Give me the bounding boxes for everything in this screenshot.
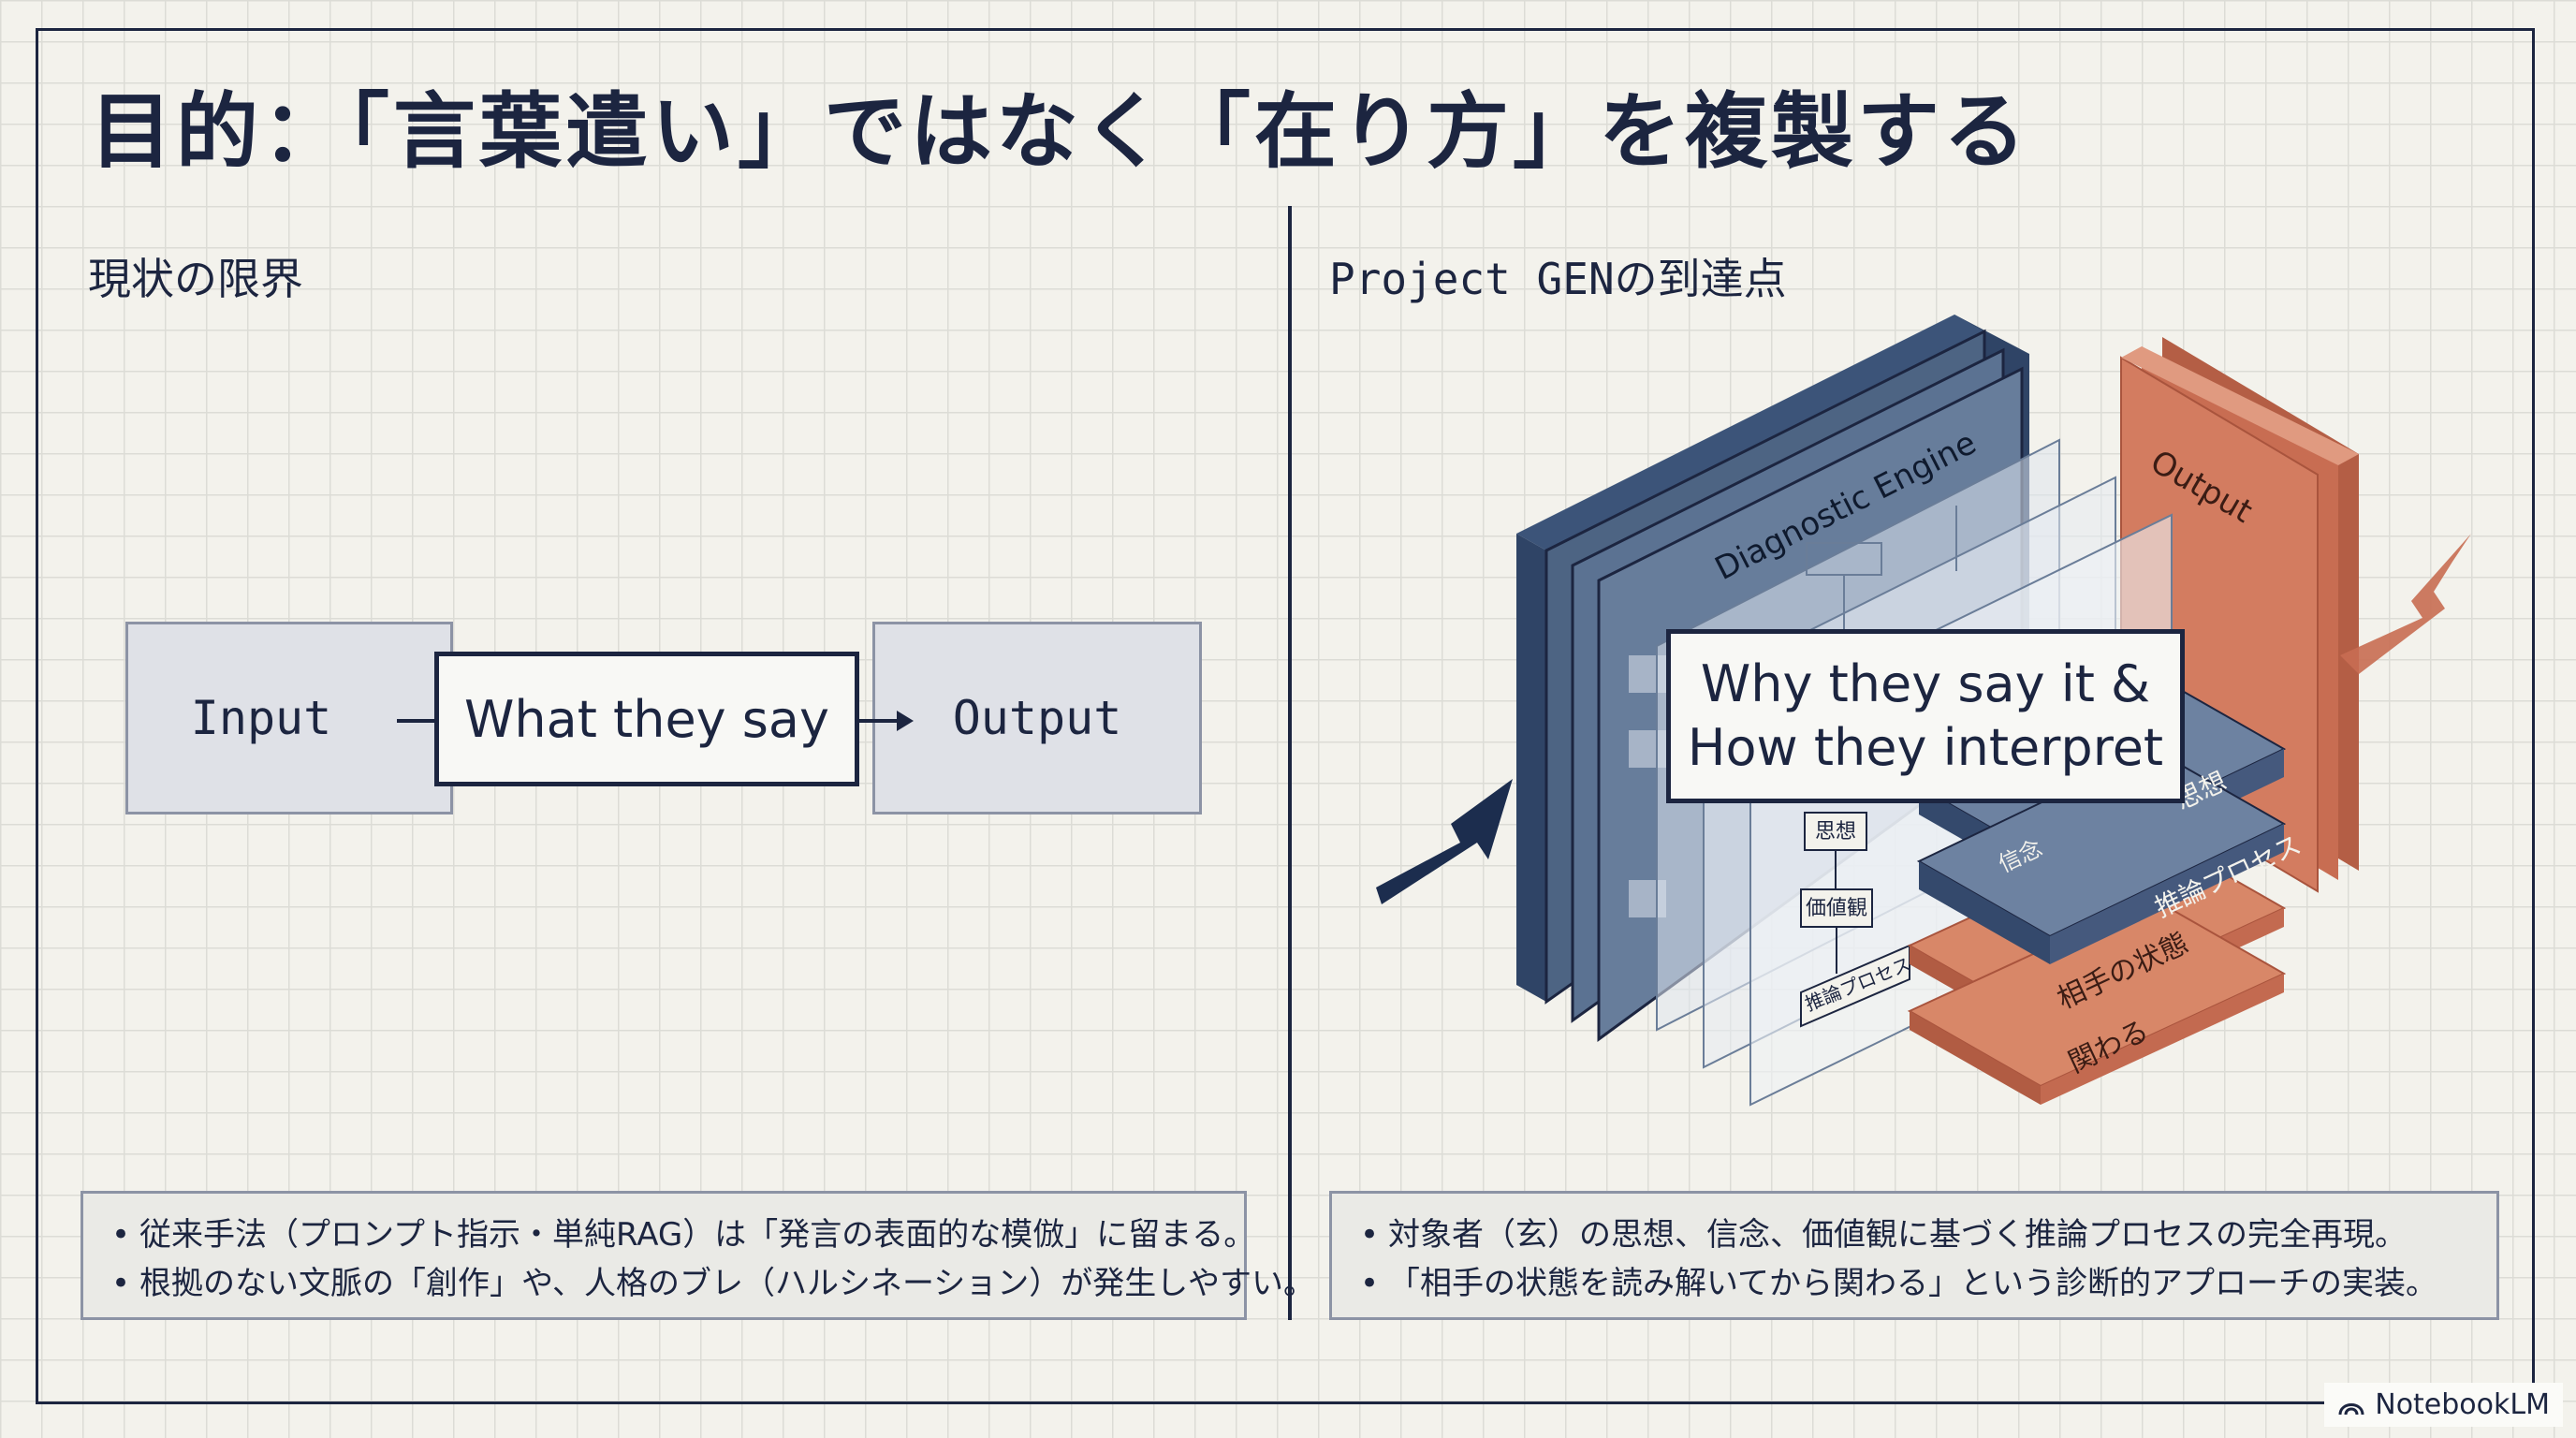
right-notes: •対象者（玄）の思想、信念、価値観に基づく推論プロセスの完全再現。 •「相手の状… <box>1329 1191 2499 1320</box>
brand-name: NotebookLM <box>2375 1388 2550 1421</box>
left-heading: 現状の限界 <box>88 254 303 304</box>
notebooklm-badge: NotebookLM <box>2324 1383 2563 1427</box>
callout-line-1: Why they say it & <box>1700 654 2151 713</box>
left-note-item: •従来手法（プロンプト指示・単純RAG）は「発言の表面的な模倣」に留まる。 <box>111 1216 1256 1254</box>
center-divider <box>1288 206 1292 1320</box>
right-note-item: •「相手の状態を読み解いてから関わる」という診断的アプローチの実装。 <box>1360 1265 2437 1302</box>
left-note-item: •根拠のない文脈の「創作」や、人格のブレ（ハルシネーション）が発生しやすい。 <box>111 1265 1315 1302</box>
output-box: Output <box>872 622 1202 814</box>
output-arrow-icon <box>2340 534 2471 674</box>
flow-box-values-label: 価値観 <box>1806 897 1867 920</box>
slide-frame <box>36 28 2535 1404</box>
output-label: Output <box>952 691 1122 745</box>
flow-box-reasoning <box>1800 944 1910 1028</box>
flow-box-philosophy-label: 思想 <box>1815 820 1856 844</box>
what-they-say-label: What they say <box>464 689 829 749</box>
arrow-head-icon <box>897 711 914 731</box>
why-how-callout: Why they say it & How they interpret <box>1666 629 2185 803</box>
input-arrow-icon <box>1376 779 1513 904</box>
callout-line-2: How they interpret <box>1687 718 2164 777</box>
what-they-say-box: What they say <box>434 652 859 786</box>
slide-title: 目的：「言葉遣い」ではなく「在り方」を複製する <box>90 82 2030 180</box>
right-note-item: •対象者（玄）の思想、信念、価値観に基づく推論プロセスの完全再現。 <box>1360 1216 2407 1254</box>
flow-box-values <box>1800 888 1873 928</box>
flow-box-philosophy <box>1804 812 1867 851</box>
input-label: Input <box>190 691 332 745</box>
flow-connector <box>397 711 914 731</box>
notebooklm-logo-icon <box>2338 1402 2364 1415</box>
left-notes: •従来手法（プロンプト指示・単純RAG）は「発言の表面的な模倣」に留まる。 •根… <box>80 1191 1315 1320</box>
input-box: Input <box>125 622 453 814</box>
right-heading: Project GENの到達点 <box>1329 254 1787 304</box>
